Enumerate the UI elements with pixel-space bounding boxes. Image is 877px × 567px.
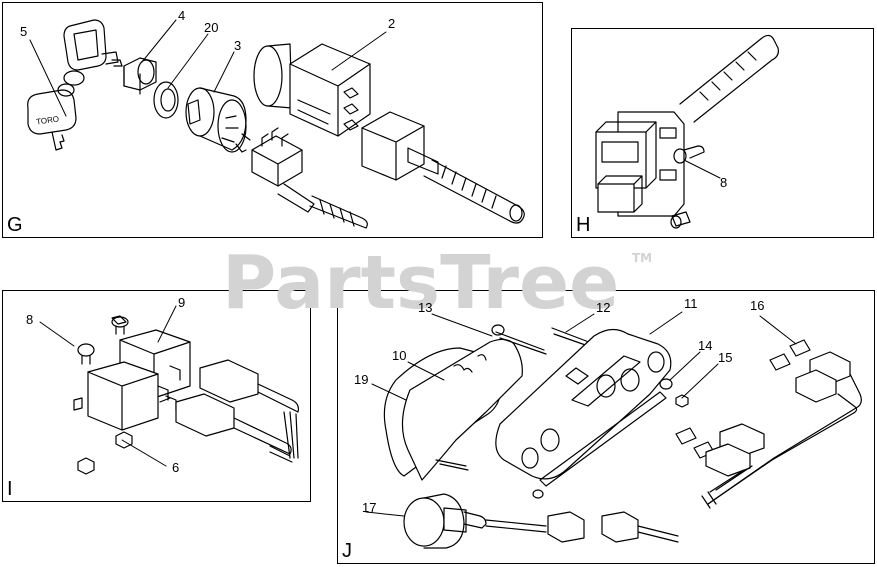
relay-bracket-part <box>595 34 779 229</box>
callout-g-5: 5 <box>20 24 27 39</box>
callout-j-13: 13 <box>418 300 432 315</box>
callout-j-16: 16 <box>750 298 764 313</box>
pto-switch-part <box>253 43 371 137</box>
panel-letter-j: J <box>342 540 352 562</box>
callout-j-19: 19 <box>354 372 368 387</box>
washer-part <box>153 81 179 119</box>
callout-i-8: 8 <box>26 312 33 327</box>
buzzer-part <box>403 493 679 549</box>
cover-plate-part <box>401 338 523 481</box>
washer-j-part <box>532 378 689 499</box>
panel-letter-h: H <box>576 214 591 236</box>
ignition-switch-part <box>185 87 251 153</box>
callout-g-4: 4 <box>178 8 185 23</box>
panel-letter-i: I <box>7 478 13 500</box>
callout-h-8: 8 <box>720 175 727 190</box>
relay-part <box>73 329 191 431</box>
callout-j-14: 14 <box>698 338 712 353</box>
nut-i-part <box>77 431 133 475</box>
callout-j-10: 10 <box>392 348 406 363</box>
callout-j-17: 17 <box>362 500 376 515</box>
switch-connector-part <box>251 127 368 229</box>
relay-harness-part <box>175 359 299 463</box>
key-label: TORO <box>36 114 60 126</box>
screw-part <box>77 315 129 365</box>
watermark-tm: TM <box>632 251 652 265</box>
bulb-harness-part <box>675 339 862 509</box>
callout-j-12: 12 <box>596 300 610 315</box>
callout-leaders <box>29 19 797 517</box>
watermark-text: PartsTree <box>222 240 619 326</box>
key-part: TORO <box>27 19 123 151</box>
callout-i-9: 9 <box>178 295 185 310</box>
panel-letter-g: G <box>7 214 23 236</box>
callout-j-11: 11 <box>684 296 698 311</box>
pto-connector-part <box>361 111 525 224</box>
callout-g-20: 20 <box>204 20 218 35</box>
callout-j-15: 15 <box>718 350 732 365</box>
housing-part <box>495 328 672 487</box>
callout-g-2: 2 <box>388 16 395 31</box>
nut-part <box>123 57 157 95</box>
gasket-part <box>383 347 503 477</box>
callout-i-6: 6 <box>172 460 179 475</box>
callout-g-3: 3 <box>234 38 241 53</box>
